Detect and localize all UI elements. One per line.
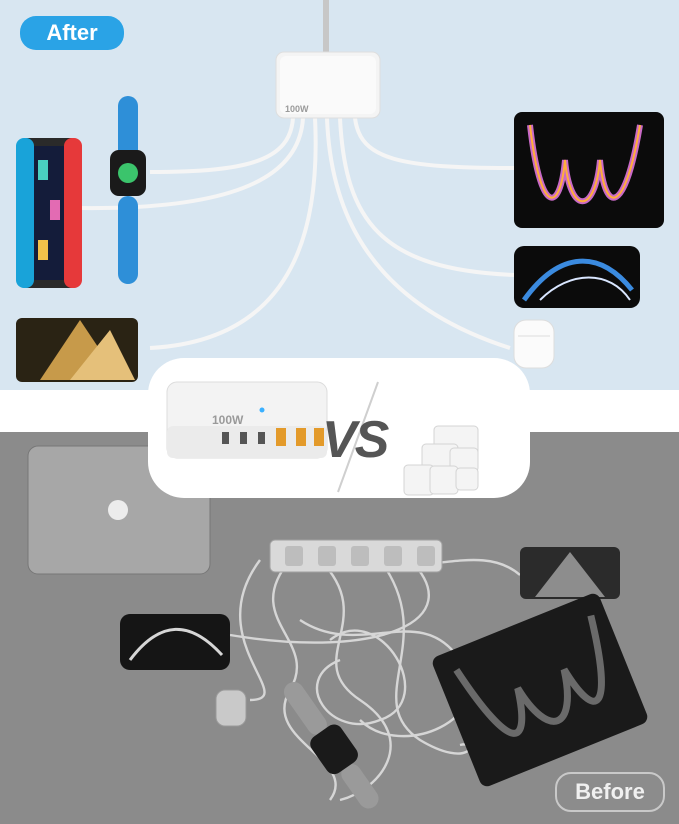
smartphone-before — [120, 614, 230, 670]
charging-hub-after: 100W — [275, 51, 381, 119]
divider-slash — [337, 381, 379, 493]
after-badge: After — [20, 16, 124, 50]
charger-wattage-label: 100W — [212, 413, 244, 427]
smartphone — [514, 246, 640, 308]
earbuds — [513, 319, 555, 369]
cube-adapters — [403, 425, 479, 496]
after-cables — [79, 117, 516, 350]
earbuds-before — [215, 689, 247, 727]
android-phone — [16, 318, 138, 382]
multiport-charger: 100W — [166, 381, 328, 459]
smartwatch-before — [283, 681, 379, 809]
tablet — [514, 112, 664, 228]
smartwatch — [110, 96, 146, 284]
hub-wattage-label: 100W — [285, 104, 309, 114]
vs-label: VS — [322, 411, 389, 469]
game-console — [16, 138, 82, 288]
compare-card-art: 100W — [148, 358, 530, 498]
before-badge: Before — [555, 772, 665, 812]
power-strip — [269, 539, 443, 573]
android-phone-before — [520, 547, 620, 599]
tablet-before — [432, 593, 648, 787]
